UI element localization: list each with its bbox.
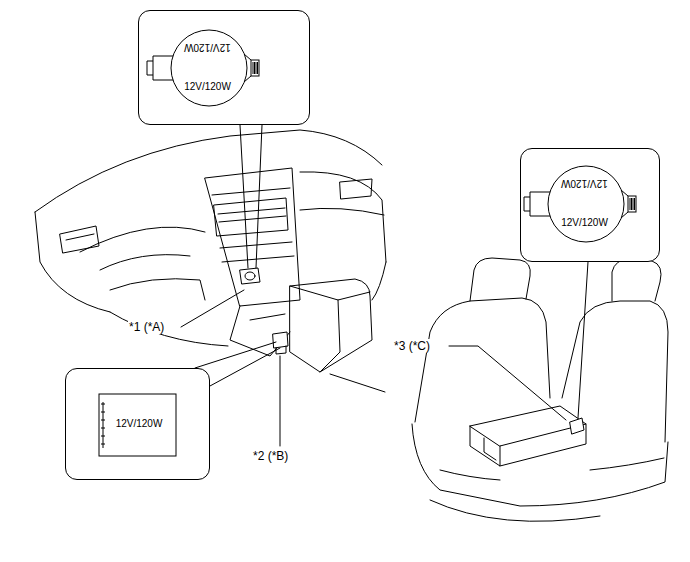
callout-number: *2 (*B) bbox=[252, 449, 289, 463]
rating-text: 12V/120W bbox=[561, 217, 608, 229]
callout-number: *1 (*A) bbox=[128, 320, 165, 334]
outlet-symbol bbox=[139, 11, 311, 126]
callout-number: *3 (*C) bbox=[393, 339, 431, 353]
rating-text: 12V/120W bbox=[184, 41, 231, 53]
rating-text: 12V/120W bbox=[561, 177, 608, 189]
detail-inset: 12V/120W 12V/120W bbox=[138, 10, 310, 125]
outlet-symbol bbox=[521, 149, 661, 263]
rating-text: 12V/120W bbox=[116, 418, 163, 430]
detail-inset: 12V/120W bbox=[65, 368, 210, 480]
rating-text: 12V/120W bbox=[184, 81, 231, 93]
detail-inset: 12V/120W 12V/120W bbox=[520, 148, 660, 262]
